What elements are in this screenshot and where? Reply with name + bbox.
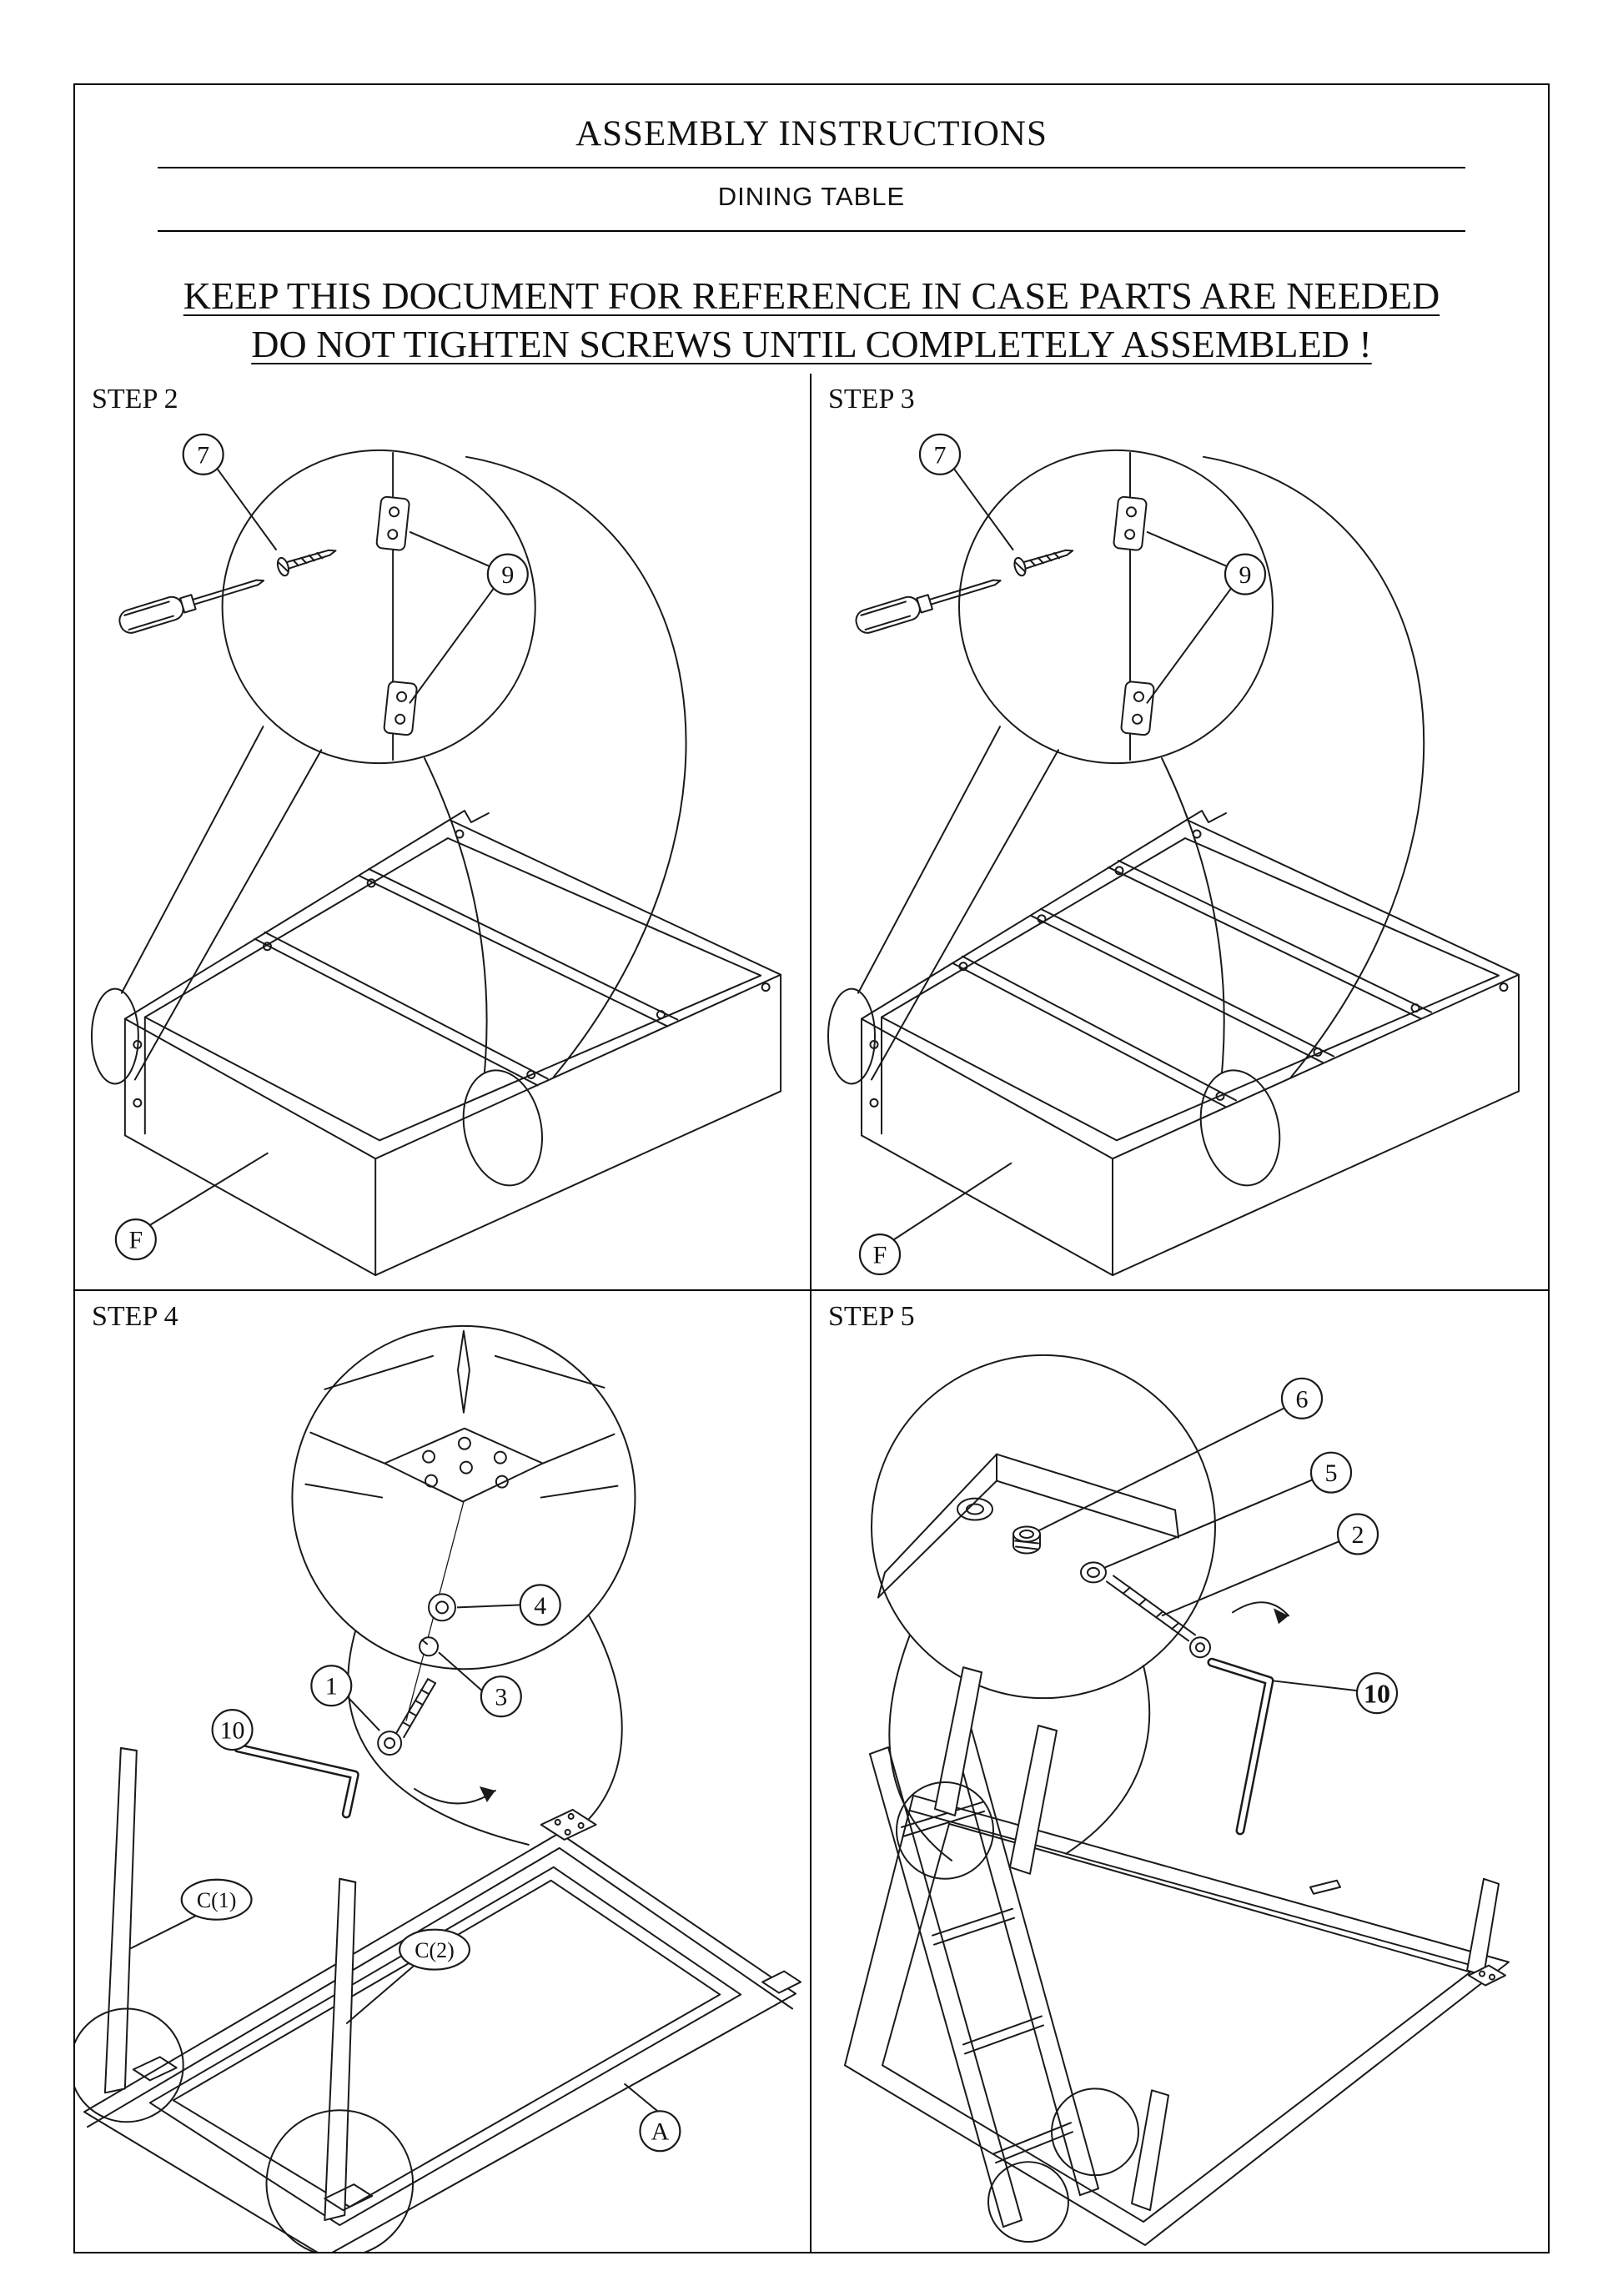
bracket-lower xyxy=(383,681,418,736)
flipped-table xyxy=(844,1666,1510,2247)
step5-callouts: 6 5 2 10 xyxy=(1038,1377,1399,1715)
step4-drawing: 1 3 4 10 C(1) C(2) A xyxy=(75,1324,802,2252)
callout-bracket xyxy=(1224,553,1267,595)
bolt xyxy=(1106,1575,1211,1659)
step3-panel: STEP 3 xyxy=(812,374,1548,1291)
bracket-upper xyxy=(1113,495,1148,551)
step2-label: STEP 2 xyxy=(92,384,178,414)
detail-circle xyxy=(871,1354,1216,1700)
step5-drawing: 6 5 2 10 xyxy=(844,1354,1510,2247)
flat-washer xyxy=(428,1593,456,1622)
callout-screw xyxy=(182,433,224,475)
bracket-lower xyxy=(1120,681,1155,736)
step2-callouts: 7 9 F xyxy=(114,433,529,1261)
allen-key xyxy=(234,1743,359,1819)
callout-panel xyxy=(114,1218,157,1261)
callout-tabletop-letter: A xyxy=(651,2118,670,2146)
callout-flat-washer-number: 4 xyxy=(534,1592,546,1620)
callout-screw-number: 7 xyxy=(197,441,209,469)
detail-circle xyxy=(221,449,536,765)
step3-label: STEP 3 xyxy=(828,384,915,414)
callout-tabletop xyxy=(639,2110,681,2153)
callout-bracket xyxy=(486,553,529,595)
apron-frame xyxy=(861,810,1520,1277)
callout-allen-key xyxy=(1355,1672,1399,1715)
callout-washer-number: 5 xyxy=(1325,1459,1338,1487)
step2-drawing: 7 9 F xyxy=(90,433,782,1277)
threaded-insert xyxy=(1012,1525,1041,1555)
screw xyxy=(276,549,337,577)
callout-washer xyxy=(1309,1451,1353,1494)
callout-bracket-number: 9 xyxy=(501,561,514,589)
callout-leg-c2 xyxy=(399,1928,471,1971)
callout-allen-key-number: 10 xyxy=(1364,1680,1390,1709)
warning-line-1: KEEP THIS DOCUMENT FOR REFERENCE IN CASE… xyxy=(183,274,1440,317)
callout-bolt xyxy=(310,1665,353,1707)
corner-bracket-plate xyxy=(384,1427,544,1503)
step5-panel: STEP 5 xyxy=(812,1291,1548,2252)
subtitle-rule xyxy=(158,230,1465,232)
detail-circle xyxy=(291,1324,636,1671)
callout-leg-c1-label: C(1) xyxy=(197,1888,237,1912)
step4-callouts: 1 3 4 10 C(1) C(2) A xyxy=(129,1584,681,2153)
step5-line-art xyxy=(844,1354,1510,2247)
washer xyxy=(1080,1561,1107,1584)
callout-spring-washer xyxy=(480,1676,522,1718)
step4-line-art xyxy=(75,1324,802,2252)
callout-screw xyxy=(918,433,962,475)
callout-leg-c1 xyxy=(180,1878,253,1921)
table-leg-c1 xyxy=(103,1747,138,2094)
screwdriver xyxy=(118,579,264,634)
callout-allen-key-number: 10 xyxy=(220,1717,245,1745)
step4-panel: STEP 4 xyxy=(75,1291,812,2252)
step2-panel: STEP 2 xyxy=(75,374,812,1291)
step5-label: STEP 5 xyxy=(828,1301,915,1332)
callout-insert xyxy=(1280,1377,1324,1419)
steps-grid: STEP 2 xyxy=(75,374,1548,2252)
step3-drawing: 7 9 F xyxy=(827,433,1520,1277)
callout-screw-number: 7 xyxy=(934,441,947,469)
callout-panel-letter: F xyxy=(129,1227,143,1254)
bolt xyxy=(377,1678,437,1756)
page-subtitle: DINING TABLE xyxy=(717,182,906,211)
callout-panel-letter: F xyxy=(873,1242,887,1269)
page-title: ASSEMBLY INSTRUCTIONS xyxy=(575,114,1048,153)
step4-label: STEP 4 xyxy=(92,1301,178,1332)
screwdriver xyxy=(855,579,1002,634)
allen-key xyxy=(1207,1657,1274,1836)
callout-flat-washer xyxy=(519,1584,561,1626)
callout-bolt-number: 2 xyxy=(1352,1521,1364,1549)
document-sheet: ASSEMBLY INSTRUCTIONS DINING TABLE KEEP … xyxy=(73,83,1550,2253)
callout-bolt-number: 1 xyxy=(325,1673,338,1701)
callout-spring-washer-number: 3 xyxy=(495,1684,507,1711)
callout-panel xyxy=(858,1233,902,1276)
warning-line-2: DO NOT TIGHTEN SCREWS UNTIL COMPLETELY A… xyxy=(251,323,1372,365)
step2-line-art xyxy=(90,449,782,1277)
detail-circle xyxy=(958,449,1274,765)
flipped-table xyxy=(75,1747,802,2252)
apron-frame xyxy=(123,810,782,1277)
callout-insert-number: 6 xyxy=(1296,1385,1309,1413)
callout-bolt xyxy=(1336,1513,1379,1555)
title-rule xyxy=(158,167,1465,168)
callout-leg-c2-label: C(2) xyxy=(415,1938,455,1962)
table-leg-c2 xyxy=(324,1877,357,2222)
bracket-upper xyxy=(375,495,410,551)
step3-callouts: 7 9 F xyxy=(858,433,1267,1276)
callout-allen-key xyxy=(211,1709,254,1751)
callout-bracket-number: 9 xyxy=(1239,561,1252,589)
step3-line-art xyxy=(827,449,1520,1277)
screw xyxy=(1013,549,1074,577)
